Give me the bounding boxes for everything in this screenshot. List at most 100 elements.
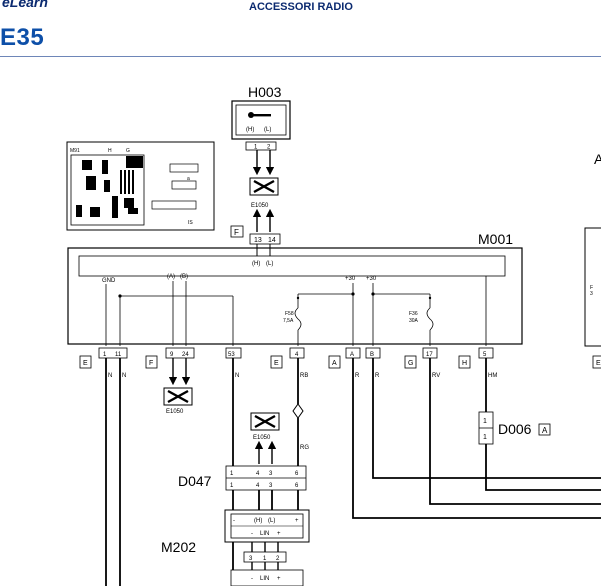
- conn-e1: E: [83, 360, 88, 367]
- conn-h: H: [462, 360, 467, 367]
- header-rule: [0, 56, 601, 57]
- conn-a: A: [332, 360, 337, 367]
- pin-a: A: [350, 352, 354, 358]
- m202-lin-plus: +: [277, 531, 281, 537]
- h003-label: H003: [248, 84, 282, 100]
- brand-label: eLearn: [2, 0, 48, 10]
- bottom-connector-boxes: [79, 347, 494, 369]
- e1050-left-label: E1050: [166, 409, 184, 415]
- cross-icon: [253, 179, 275, 194]
- wire-rv: RV: [432, 373, 440, 379]
- m202-pin-3: 3: [249, 556, 253, 562]
- fuse-f58-name: F58: [285, 311, 294, 317]
- fuse-f36-name: F36: [409, 311, 418, 317]
- m001-p30b: +30: [366, 276, 377, 282]
- right-edge-e: E: [596, 360, 601, 367]
- wire-n2: N: [122, 373, 126, 379]
- d047-label: D047: [178, 473, 212, 489]
- conn-g: G: [408, 360, 413, 367]
- m202-lin-minus: -: [251, 531, 253, 537]
- m202-pin-1: 1: [263, 556, 267, 562]
- m202-lower-lin-minus: -: [251, 576, 253, 582]
- pin-24: 24: [182, 352, 189, 358]
- m001-label: M001: [478, 231, 513, 247]
- m202-lower-wires: [251, 542, 279, 570]
- right-edge-f: F: [590, 285, 593, 291]
- h003-box: [231, 100, 291, 140]
- m91-mini-panel: M91 H G a IS: [66, 141, 215, 231]
- pin-5: 5: [483, 352, 487, 358]
- svg-text:IS: IS: [188, 220, 193, 226]
- m202-pin-h: (H): [254, 518, 262, 524]
- wire-rg: RG: [300, 445, 309, 451]
- d047-pin-3a: 3: [269, 471, 273, 477]
- pin-53: 53: [228, 352, 235, 358]
- m202-lin: LIN: [260, 531, 269, 537]
- conn-e2: E: [274, 360, 279, 367]
- cross-icon: [254, 414, 276, 429]
- svg-text:H: H: [108, 148, 112, 154]
- m001-pin-l: (L): [266, 261, 273, 267]
- wire-rb: RB: [300, 373, 308, 379]
- m202-pin-2: 2: [276, 556, 280, 562]
- fuse-f36-rating: 30A: [409, 318, 419, 324]
- m202-lower-lin-plus: +: [277, 576, 281, 582]
- pin-4: 4: [295, 352, 299, 358]
- top-pin-14: 14: [268, 237, 276, 244]
- m202-lower-box: [230, 569, 304, 586]
- m202-lower-lin: LIN: [260, 576, 269, 582]
- h003-pin-l: (L): [264, 127, 271, 133]
- wire-hm: HM: [488, 373, 497, 379]
- cross-icon: [167, 389, 189, 404]
- d047-pin-6a: 6: [295, 471, 299, 477]
- e1050-center-label: E1050: [253, 435, 271, 441]
- h003-pin-2: 2: [267, 145, 271, 151]
- wire-n3: N: [235, 373, 239, 379]
- page-code: E35: [0, 24, 45, 51]
- d047-pin-3b: 3: [269, 483, 273, 489]
- pin-17: 17: [426, 352, 433, 358]
- h003-pin-strip: [245, 141, 277, 151]
- d047-m202-wires: [258, 490, 299, 510]
- right-edge-letter: A: [594, 151, 601, 167]
- m202-pin-l: (L): [268, 518, 275, 524]
- right-edge-box: [584, 227, 601, 347]
- m001-band: [78, 255, 506, 277]
- svg-text:a: a: [187, 176, 190, 182]
- d006-conn-a: A: [542, 426, 548, 435]
- wire-r2: R: [375, 373, 380, 379]
- m202-label: M202: [161, 539, 196, 555]
- svg-text:G: G: [126, 148, 130, 154]
- wires: [105, 358, 601, 586]
- pin-9: 9: [170, 352, 174, 358]
- wire-r1: R: [355, 373, 360, 379]
- page-title: ACCESSORI RADIO: [249, 1, 353, 13]
- h003-inner: [235, 104, 287, 136]
- pin-11: 11: [115, 352, 122, 358]
- splice-diamond: [292, 403, 304, 419]
- pin-b: B: [370, 352, 374, 358]
- m001-gnd: GND: [102, 278, 116, 284]
- d047-pin-4a: 4: [256, 471, 260, 477]
- svg-text:M91: M91: [70, 148, 80, 154]
- d047-pin-6b: 6: [295, 483, 299, 489]
- h003-pin-1: 1: [254, 145, 258, 151]
- m202-pin-plus: +: [295, 518, 299, 524]
- right-edge-3: 3: [590, 291, 593, 297]
- top-conn-f: F: [234, 228, 239, 237]
- h003-pin-h: (H): [246, 127, 254, 133]
- m001-junctions: [118, 292, 432, 300]
- d006-pin-1b: 1: [483, 434, 487, 441]
- m001-p30a: +30: [345, 276, 356, 282]
- e1050-top-label: E1050: [251, 203, 269, 209]
- m001-pin-h: (H): [252, 261, 260, 267]
- fuse-f58-rating: 7,5A: [283, 318, 294, 324]
- pin-1: 1: [103, 352, 107, 358]
- d047-pin-4b: 4: [256, 483, 260, 489]
- d006-pin-1a: 1: [483, 418, 487, 425]
- top-pin-13: 13: [254, 237, 262, 244]
- d047-pin-1a: 1: [230, 471, 234, 477]
- conn-f: F: [149, 360, 153, 367]
- m001-b: (B): [180, 274, 188, 280]
